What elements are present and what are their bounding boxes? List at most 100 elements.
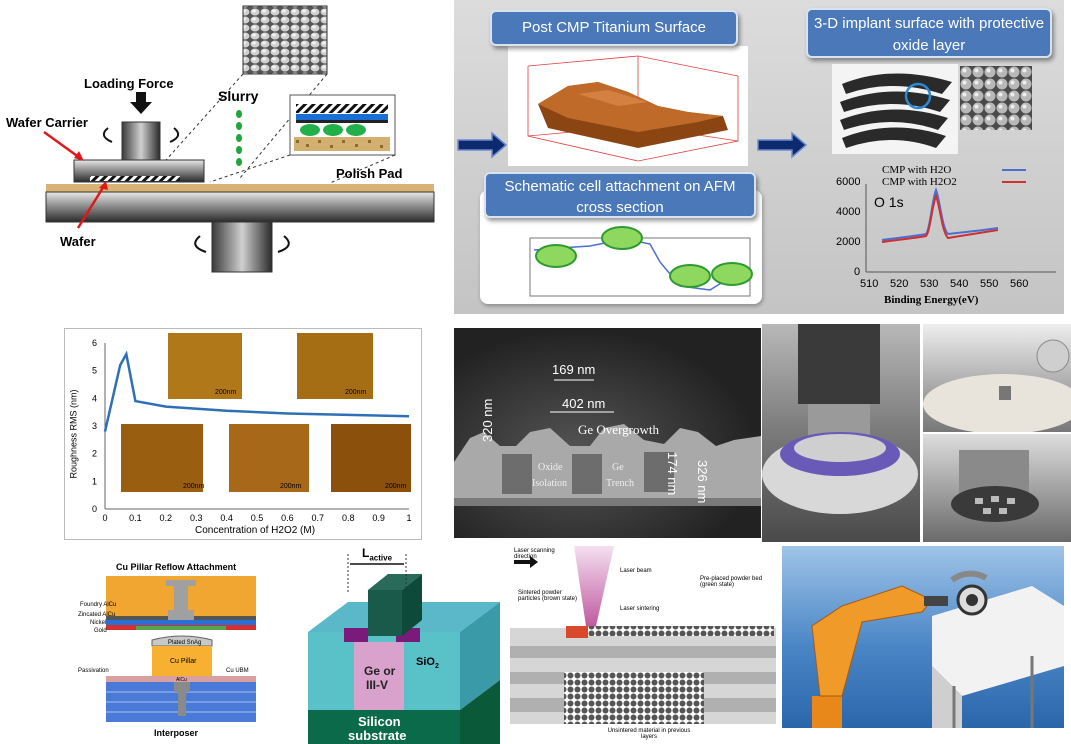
slurry-label: Slurry (218, 88, 259, 104)
polish-pad (46, 184, 434, 192)
laser-sintering-panel: Laser scanning direction Laser beam Pre-… (504, 546, 782, 744)
cu-ubm-label: Cu UBM (226, 668, 249, 674)
roughness-xtick: 0.6 (281, 513, 294, 523)
roughness-xtick: 0.8 (342, 513, 355, 523)
roughness-ytick: 2 (92, 449, 97, 459)
xps-peak-label: O 1s (874, 194, 904, 210)
implant-surface-image (832, 64, 958, 154)
scan-direction-label: Laser scanning direction (514, 548, 555, 560)
finfet-panel: Lactive Ge or III-V SiO2 Silicon substra… (308, 546, 500, 744)
roughness-ylabel: Roughness RMS (nm) (68, 389, 79, 479)
ge-iii-v-label-2: III-V (366, 678, 389, 692)
post-cmp-title-box: Post CMP Titanium Surface (490, 10, 738, 46)
interposer-label: Interposer (154, 728, 199, 738)
afm-scale-3: 200nm (183, 483, 205, 490)
cell-attachment-plot (529, 226, 753, 297)
xps-ytick-2: 2000 (836, 236, 861, 248)
carrier-rotation-arrow (102, 127, 113, 143)
flow-arrow-1 (457, 131, 508, 159)
xps-xtick-3: 540 (950, 278, 969, 290)
trench-label: Trench (606, 478, 634, 489)
afm-scale-2: 200nm (345, 389, 367, 396)
oxide-label: Oxide (538, 462, 563, 473)
loading-force-arrow (130, 92, 152, 114)
roughness-xtick: 1 (406, 513, 411, 523)
xps-h2o-curve (881, 187, 999, 241)
cu-pillar-panel: Cu Pillar Reflow Attachment Foundry AlCu… (76, 560, 266, 744)
foundry-alcu-label: Foundry AlCu (80, 602, 117, 608)
platen (45, 191, 435, 223)
afm-inset-3 (121, 424, 203, 492)
dim-174-label: 174 nm (665, 452, 680, 496)
cell-attachment-title-box: Schematic cell attachment on AFM cross s… (484, 172, 756, 218)
isolation-label: Isolation (532, 478, 567, 489)
roughness-ytick: 3 (92, 421, 97, 431)
xps-xtick-4: 550 (980, 278, 999, 290)
afm-inset-5 (331, 424, 411, 492)
titanium-study-panel: Post CMP Titanium Surface 3-D implant su… (454, 0, 1064, 314)
xps-xtick-5: 560 (1010, 278, 1029, 290)
roughness-xtick: 0 (102, 513, 107, 523)
afm-inset-1 (168, 333, 242, 399)
cu-pillar-diagram (106, 576, 256, 722)
polish-pad-label: Polish Pad (336, 166, 403, 181)
roughness-ytick: 6 (92, 338, 97, 348)
flow-arrow-2 (757, 131, 808, 159)
afm-3d-surface-plot (508, 46, 748, 166)
nickel-label: Nickel (90, 620, 107, 626)
xps-ytick-3: 0 (854, 266, 861, 278)
roughness-xtick: 0.1 (129, 513, 142, 523)
roughness-xtick: 0.7 (312, 513, 325, 523)
afm-inset-2 (297, 333, 373, 399)
ge-iii-v-label-1: Ge or (364, 664, 396, 678)
sem-trench-profile (454, 379, 761, 506)
roughness-xtick: 0.9 (372, 513, 385, 523)
wafer-label: Wafer (60, 234, 96, 249)
silicon-label-1: Silicon (358, 714, 401, 729)
pillar-title: Cu Pillar Reflow Attachment (116, 562, 237, 572)
roughness-xtick: 0.4 (220, 513, 233, 523)
silicon-label-2: substrate (348, 728, 407, 743)
robot-arm-panel (782, 546, 1064, 728)
laser-beam-label: Laser beam (620, 568, 652, 574)
roughness-xtick: 0.5 (251, 513, 264, 523)
wafer-carrier-label: Wafer Carrier (6, 115, 88, 130)
roughness-ytick: 5 (92, 366, 97, 376)
finfet-diagram (308, 554, 500, 744)
laser-sintering-diagram (510, 546, 776, 724)
roughness-xlabel: Concentration of H2O2 (M) (195, 525, 316, 536)
roughness-xtick: 0.2 (160, 513, 173, 523)
xps-legend-h2o: CMP with H2O (882, 164, 952, 176)
sem-ge-overgrowth-panel: 169 nm 402 nm Ge Overgrowth 320 nm 174 n… (454, 328, 761, 538)
dim-320-label: 320 nm (480, 398, 495, 442)
afm-inset-4 (229, 424, 309, 492)
polisher-photos-panel (762, 324, 1071, 542)
dim-402-label: 402 nm (562, 396, 606, 411)
gold-label: Gold (94, 628, 107, 634)
preplaced-bed-label: Pre-placed powder bed (green state) (700, 576, 763, 588)
xps-xtick-0: 510 (860, 278, 879, 290)
zincated-alcu-label: Zincated AlCu (78, 612, 116, 618)
xps-xtick-1: 520 (890, 278, 909, 290)
xps-xtick-2: 530 (920, 278, 939, 290)
sintered-particles-label: Sintered powder particles (brown state) (518, 590, 578, 602)
afm-scale-5: 200nm (385, 483, 407, 490)
roughness-xtick: 0.3 (190, 513, 203, 523)
plated-snag-label: Plated SnAg (168, 640, 202, 646)
unsintered-label: Unsintered material in previous layers (607, 728, 691, 740)
xps-xlabel: Binding Energy(eV) (884, 294, 979, 306)
xps-legend-h2o2: CMP with H2O2 (882, 176, 957, 188)
cmp-schematic-panel: Loading Force Slurry Wafer Carrier Polis… (0, 0, 450, 316)
loading-force-label: Loading Force (84, 76, 174, 91)
cu-pillar-label: Cu Pillar (170, 658, 197, 665)
passivation-label: Passivation (78, 668, 109, 674)
slurry-sem-inset (242, 5, 328, 75)
polisher-photo-pad (923, 324, 1071, 432)
polisher-photo-head (923, 434, 1071, 542)
implant-title-box: 3-D implant surface with protective oxid… (806, 8, 1052, 58)
xps-h2o2-curve (881, 193, 999, 243)
ge-overgrowth-label: Ge Overgrowth (578, 422, 659, 437)
l-active-label: Lactive (362, 546, 393, 563)
